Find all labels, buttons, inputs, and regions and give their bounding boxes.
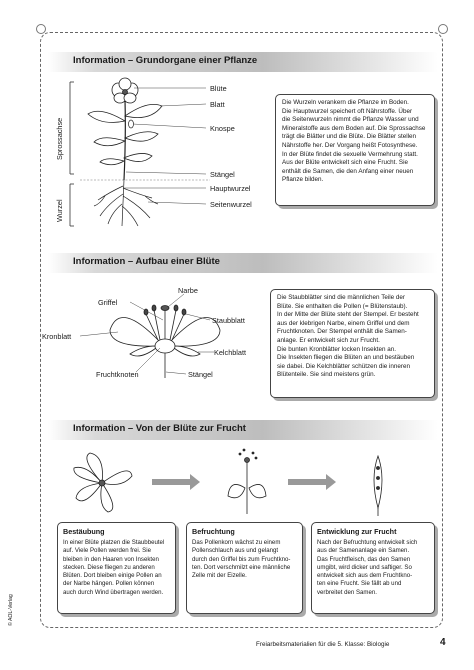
- info-line: enthält die Samen, die den Anfang einer …: [282, 167, 414, 175]
- info-box-aufbau: Die Staubblätter sind die männlichen Tei…: [270, 289, 435, 398]
- fertilization-sequence: [73, 448, 383, 516]
- label-staengel: Stängel: [210, 170, 235, 179]
- card-line: Zelle mit der Eizelle.: [192, 572, 247, 580]
- section-header-aufbau: Information – Aufbau einer Blüte: [48, 253, 438, 273]
- label-kelchblatt: Kelchblatt: [214, 348, 247, 357]
- section-title: Information – Von der Blüte zur Frucht: [73, 423, 246, 434]
- label-fruchtknoten: Fruchtknoten: [96, 370, 139, 379]
- card-line: Blüten. Dort bleiben einige Pollen an: [63, 572, 162, 580]
- card-entwicklung: Entwicklung zur Frucht Nach der Befrucht…: [311, 522, 435, 614]
- card-line: Pollenschlauch aus und gelangt: [192, 547, 279, 555]
- info-line: Die Staubblätter sind die männlichen Tei…: [277, 294, 405, 301]
- info-line: Die bunten Kronblätter locken Insekten a…: [277, 345, 397, 353]
- info-line: trägt die Blätter und die Blüte. Die Blä…: [282, 133, 417, 141]
- label-seitenwurzel: Seitenwurzel: [210, 200, 252, 209]
- info-line: In der Mitte der Blüte steht der Stempel…: [277, 311, 419, 319]
- pollen-tube-icon: [227, 448, 267, 514]
- label-bluete: Blüte: [210, 84, 227, 93]
- card-line: auf. Viele Pollen werden frei. Sie: [63, 547, 151, 555]
- info-line: In der Blüte findet die sexuelle Vermehr…: [282, 150, 418, 158]
- card-bestaeubung: Bestäubung In einer Blüte platzen die St…: [57, 522, 176, 614]
- info-line: Die Wurzeln verankern die Pflanze im Bod…: [282, 99, 409, 106]
- info-line: Pflanze bilden.: [282, 176, 324, 184]
- section-header-frucht: Information – Von der Blüte zur Frucht: [48, 420, 438, 440]
- label-wurzel: Wurzel: [55, 199, 64, 222]
- label-blatt: Blatt: [210, 100, 225, 109]
- info-line: die Seitenwurzeln nimmt die Pflanze Wass…: [282, 116, 419, 124]
- info-box-grundorgane: Die Wurzeln verankern die Pflanze im Bod…: [275, 94, 435, 206]
- arrow-icon: [288, 474, 336, 490]
- card-heading: Bestäubung: [63, 527, 105, 536]
- label-hauptwurzel: Hauptwurzel: [210, 184, 251, 193]
- card-line: umgibt, wird dicker und saftiger. So: [317, 563, 412, 571]
- punch-hole: [438, 24, 448, 34]
- footer-text: Freiarbeitsmaterialien für die 5. Klasse…: [256, 641, 390, 648]
- card-line: entwickelt sich aus dem Fruchtkno-: [317, 572, 413, 580]
- card-line: verbreitet den Samen.: [317, 588, 377, 596]
- card-line: In einer Blüte platzen die Staubbeutel: [63, 539, 165, 546]
- section-header-grundorgane: Information – Grundorgane einer Pflanze: [48, 52, 438, 72]
- punch-hole: [36, 24, 46, 34]
- info-line: aus der klebrigen Narbe, einem Griffel u…: [277, 319, 410, 327]
- page-number: 4: [440, 637, 446, 648]
- arrow-icon: [152, 474, 200, 490]
- card-heading: Befruchtung: [192, 527, 235, 536]
- section-title: Information – Grundorgane einer Pflanze: [73, 55, 258, 66]
- copyright: © AOL-Verlag: [8, 594, 14, 626]
- info-line: Mineralstoffe aus dem Boden auf. Die Spr…: [282, 124, 426, 132]
- label-staengel-bluete: Stängel: [188, 370, 213, 379]
- label-staubblatt: Staubblatt: [212, 316, 245, 325]
- card-line: durch den Griffel bis zum Fruchtkno-: [192, 555, 291, 563]
- card-line: ten. Dort verschmilzt eine männliche: [192, 563, 291, 571]
- label-sprossachse: Sprossachse: [55, 117, 64, 160]
- card-line: Das Fruchtfleisch, das den Samen: [317, 555, 411, 563]
- info-line: Die Insekten fliegen die Blüten an und b…: [277, 354, 415, 362]
- label-narbe: Narbe: [178, 286, 198, 295]
- label-kronblatt: Kronblatt: [42, 332, 72, 341]
- fruit-pod-icon: [373, 454, 383, 516]
- info-line: Aus der Blüte entwickelt sich eine Fruch…: [282, 159, 408, 167]
- info-line: Blüte. Sie enthalten die Pollen (= Blüte…: [277, 302, 408, 310]
- info-line: Die Hauptwurzel speichert oft Nährstoffe…: [282, 107, 413, 115]
- info-line: Nährstoffe her. Der Vorgang heißt Fotosy…: [282, 141, 418, 149]
- info-line: Blütenteile. Sie sind meistens grün.: [277, 371, 376, 379]
- info-line: anlage. Er entwickelt sich zur Frucht.: [277, 336, 380, 344]
- card-line: bleiben in den Haaren von Insekten: [63, 555, 159, 563]
- card-heading: Entwicklung zur Frucht: [317, 527, 397, 536]
- flower-open-icon: [73, 452, 133, 513]
- card-line: aus der Samenanlage ein Samen.: [317, 547, 410, 555]
- card-line: der Narbe hängen. Pollen können: [63, 580, 155, 588]
- card-befruchtung: Befruchtung Das Pollenkorn wächst zu ein…: [186, 522, 303, 614]
- info-line: Fruchtknoten. Der Stempel enthält die Sa…: [277, 328, 407, 336]
- flower-head: [111, 77, 139, 104]
- card-line: ten eine Frucht. Sie fällt ab und: [317, 580, 402, 588]
- card-line: Nach der Befruchtung entwickelt sich: [317, 539, 418, 546]
- flower-cross-section: [79, 293, 221, 378]
- card-line: Das Pollenkorn wächst zu einem: [192, 539, 281, 546]
- page-frame: [40, 32, 443, 628]
- label-knospe: Knospe: [210, 124, 235, 133]
- card-line: auch durch Wind übertragen werden.: [63, 588, 164, 596]
- card-line: stecken. Diese fliegen zu anderen: [63, 563, 155, 571]
- plant-illustration: [69, 77, 210, 227]
- info-line: sie dabei. Die Kelchblätter schützen die…: [277, 362, 411, 370]
- section-title: Information – Aufbau einer Blüte: [73, 256, 220, 267]
- label-griffel: Griffel: [98, 298, 118, 307]
